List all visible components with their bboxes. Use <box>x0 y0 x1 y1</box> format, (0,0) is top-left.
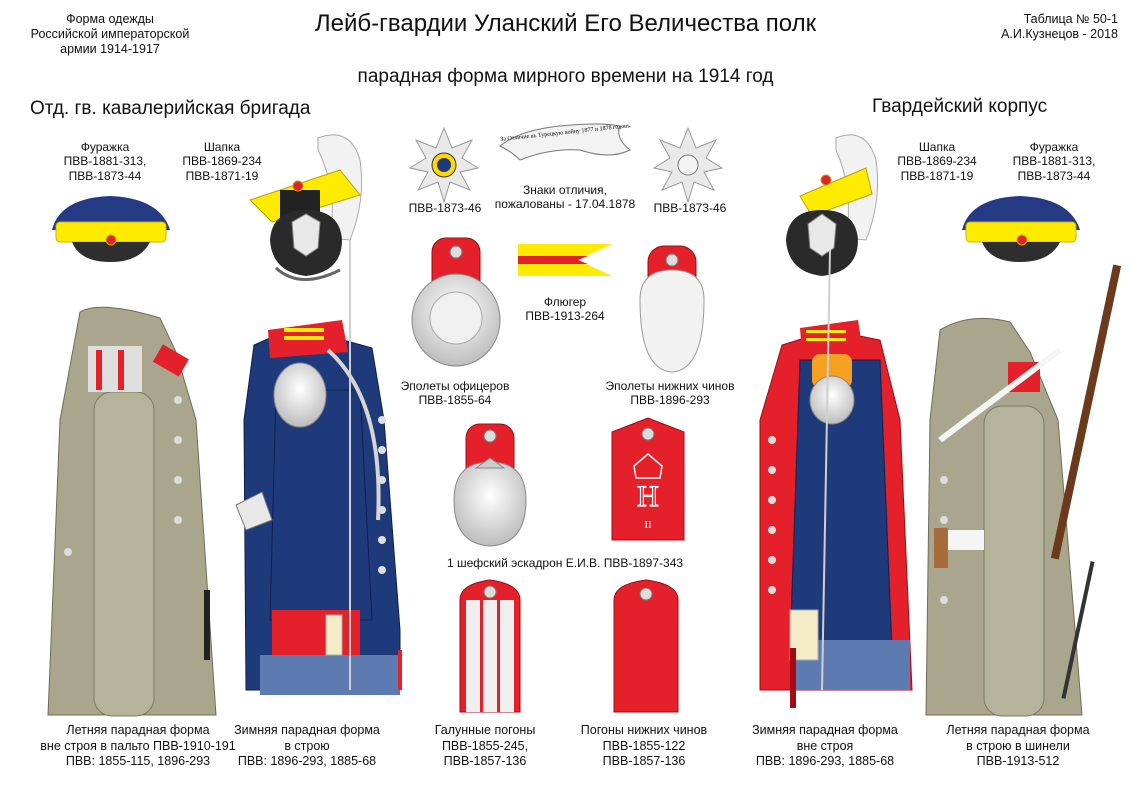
ranks-epaulette-icon <box>639 245 705 373</box>
pennant-label: Флюгер ПВВ-1913-264 <box>525 295 605 324</box>
lance-right-icon <box>821 249 831 691</box>
cap-left-label: Фуражка ПВВ-1881-313, ПВВ-1873-44 <box>63 140 147 183</box>
star-right-label: ПВВ-1873-46 <box>653 201 727 215</box>
shapka-left-label: Шапка ПВВ-1869-234 ПВВ-1871-19 <box>182 140 262 183</box>
squadron-epaulette-icon <box>453 423 527 547</box>
right-unit-label: Гвардейский корпус <box>872 96 1048 117</box>
officer-epaulette-icon <box>411 237 501 367</box>
caption-winter-out: Зимняя парадная форма вне строя ПВВ: 189… <box>752 723 898 769</box>
page-subtitle: парадная форма мирного времени на 1914 г… <box>357 66 774 87</box>
squadron-board-icon <box>611 417 685 541</box>
caption-ranks-boards: Погоны нижних чинов ПВВ-1855-122 ПВВ-185… <box>580 723 708 769</box>
figure-winter-ranks-icon <box>235 320 402 695</box>
czapka-left-icon <box>249 134 363 281</box>
left-unit-label: Отд. гв. кавалерийская бригада <box>30 98 311 119</box>
guard-star-left-icon <box>408 126 480 204</box>
cipher-numeral: II <box>644 519 652 531</box>
cap-right-label: Фуражка ПВВ-1881-313, ПВВ-1873-44 <box>1012 140 1096 183</box>
epaulettes-ranks-label: Эполеты нижних чинов ПВВ-1896-293 <box>605 379 735 408</box>
caption-winter-ranks: Зимняя парадная форма в строю ПВВ: 1896-… <box>234 723 380 769</box>
epaulettes-officers-label: Эполеты офицеров ПВВ-1855-64 <box>400 379 510 408</box>
pennant-icon <box>518 244 612 276</box>
guard-star-right-icon <box>652 126 724 204</box>
caption-summer-greatcoat: Летняя парадная форма в строю в шинели П… <box>946 723 1090 769</box>
cap-left-icon <box>52 196 170 262</box>
caption-galloon-boards: Галунные погоны ПВВ-1855-245, ПВВ-1857-1… <box>434 723 536 769</box>
figure-summer-greatcoat-icon <box>925 264 1122 717</box>
figure-summer-coat-icon <box>47 306 217 717</box>
star-left-label: ПВВ-1873-46 <box>408 201 482 215</box>
series-title: Форма одежды Российской императорской ар… <box>30 12 190 56</box>
caption-summer-coat: Летняя парадная форма вне строя в пальто… <box>40 723 236 769</box>
galloon-board-icon <box>459 579 521 713</box>
cap-right-icon <box>962 196 1080 262</box>
table-number: Таблица № 50-1 А.И.Кузнецов - 2018 <box>1001 12 1118 41</box>
ranks-board-icon <box>613 579 679 713</box>
distinction-ribbon-icon <box>499 123 631 161</box>
czapka-right-icon <box>786 134 879 276</box>
cipher-letter: Н <box>637 480 659 513</box>
shapka-right-label: Шапка ПВВ-1869-234 ПВВ-1871-19 <box>897 140 977 183</box>
page-title: Лейб-гвардии Уланский Его Величества пол… <box>314 10 817 37</box>
squadron-label: 1 шефский эскадрон Е.И.В. ПВВ-1897-343 <box>446 556 684 570</box>
figure-winter-out-icon <box>759 320 913 708</box>
distinction-label: Знаки отличия, пожалованы - 17.04.1878 <box>494 183 636 212</box>
